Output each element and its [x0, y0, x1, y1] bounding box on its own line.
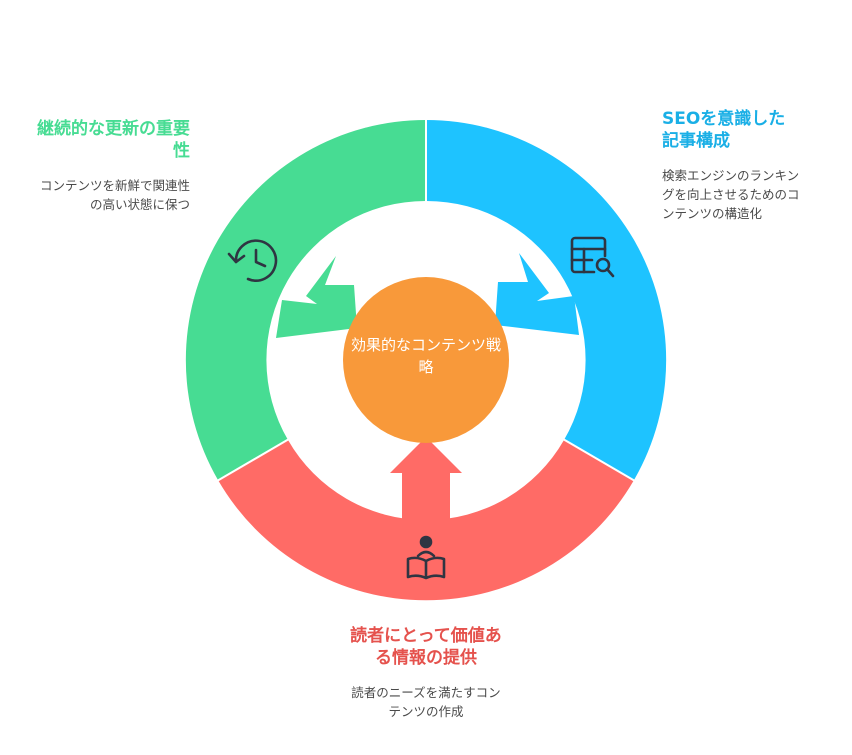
label-continuous-update: 継続的な更新の重要性 コンテンツを新鮮で関連性の高い状態に保つ: [30, 118, 190, 214]
label-reader-value: 読者にとって価値ある情報の提供 読者のニーズを満たすコンテンツの作成: [346, 625, 506, 721]
reader-book-icon: [406, 535, 446, 580]
table-search-icon: [570, 236, 615, 278]
title-reader-value: 読者にとって価値ある情報の提供: [350, 626, 502, 668]
label-seo-structure: SEOを意識した記事構成 検索エンジンのランキングを向上させるためのコンテンツの…: [662, 108, 802, 223]
center-label: 効果的なコンテンツ戦略: [350, 336, 501, 376]
segment-red: [218, 440, 634, 601]
title-continuous-update: 継続的な更新の重要性: [37, 119, 190, 161]
separator-left: [216, 438, 290, 482]
title-seo-structure: SEOを意識した記事構成: [662, 109, 786, 151]
center-circle: [343, 277, 509, 443]
desc-reader-value: 読者のニーズを満たすコンテンツの作成: [351, 685, 501, 719]
arrow-green: [276, 256, 357, 338]
arrow-blue: [495, 253, 579, 335]
desc-seo-structure: 検索エンジンのランキングを向上させるためのコンテンツの構造化: [662, 168, 800, 221]
arrow-red: [390, 437, 462, 520]
desc-continuous-update: コンテンツを新鮮で関連性の高い状態に保つ: [39, 178, 190, 212]
separator-right: [562, 438, 636, 482]
segment-green: [185, 119, 426, 481]
segment-blue: [426, 119, 667, 481]
clock-refresh-icon: [227, 239, 278, 282]
